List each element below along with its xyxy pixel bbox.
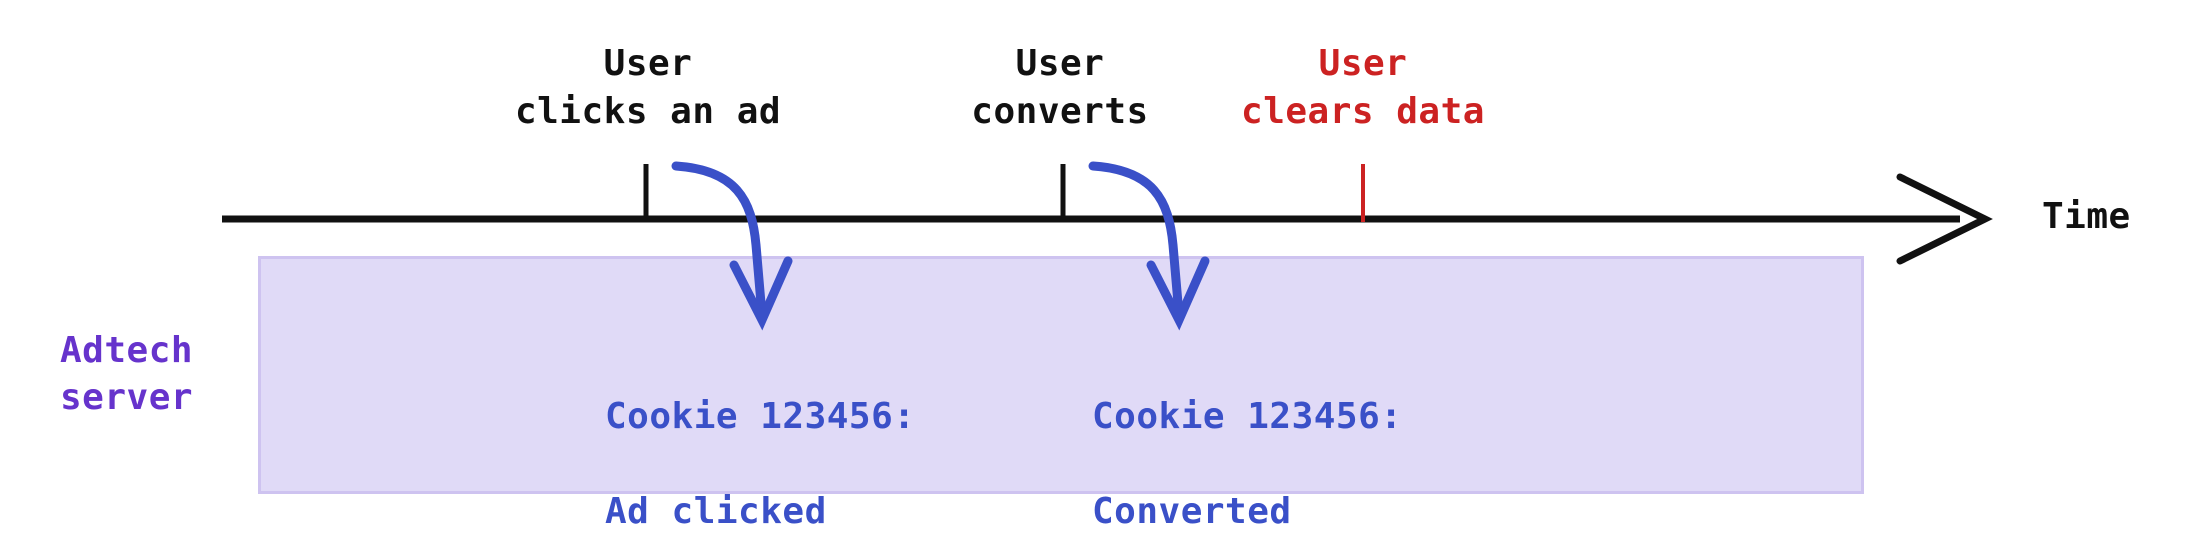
server-log-entry-converted: Cookie 123456: Converted (1092, 345, 1402, 534)
adtech-server-region (258, 256, 1864, 494)
adtech-server-label: Adtech server (60, 330, 194, 418)
server-log-entry-converted-line1: Cookie 123456: (1092, 395, 1403, 437)
arrow-ad-click-head (729, 256, 793, 331)
arrow-conversion-head (1146, 256, 1210, 331)
arrow-conversion-to-server (1088, 161, 1184, 320)
arrow-ad-click-to-server (671, 161, 767, 320)
time-axis-arrowhead (1896, 173, 1993, 265)
server-log-entry-ad-clicked: Cookie 123456: Ad clicked (605, 345, 915, 534)
event-label-clear-data: User clears data (1241, 43, 1485, 132)
event-label-conversion: User converts (971, 43, 1149, 132)
server-log-entry-ad-clicked-line2: Ad clicked (605, 490, 827, 532)
server-log-entry-ad-clicked-line1: Cookie 123456: (605, 395, 916, 437)
time-axis-label: Time (2042, 196, 2131, 237)
event-label-ad-click: User clicks an ad (514, 43, 782, 132)
server-log-entry-converted-line2: Converted (1092, 490, 1292, 532)
